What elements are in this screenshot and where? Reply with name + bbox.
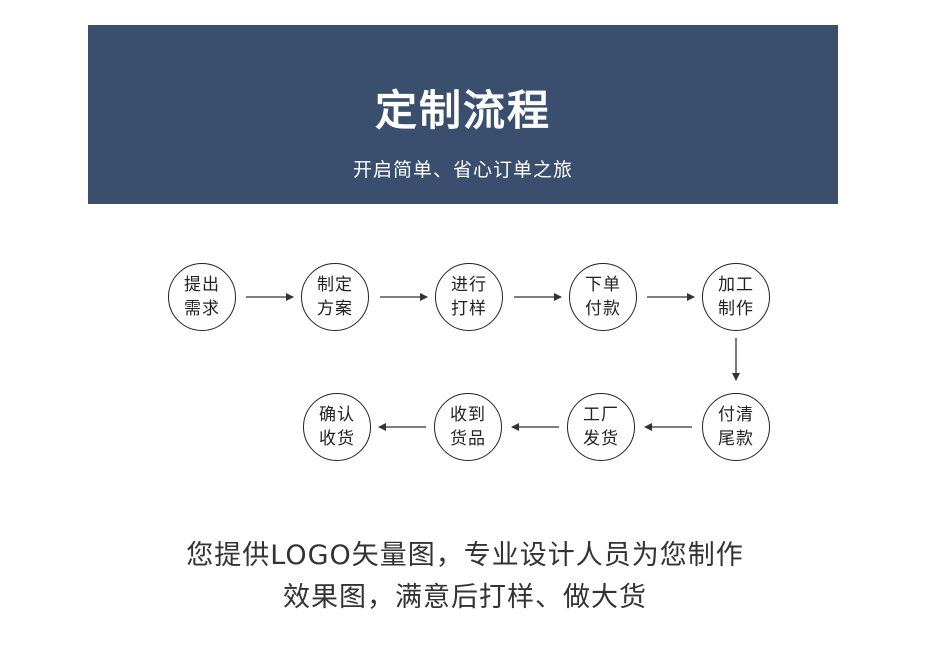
description-line-1: 您提供LOGO矢量图，专业设计人员为您制作: [186, 540, 744, 571]
page-title: 定制流程: [374, 86, 551, 135]
step-circle-3: 进行 打样: [435, 263, 503, 331]
description-line-2: 效果图，满意后打样、做大货: [283, 582, 647, 613]
step-8-line2: 货品: [450, 429, 486, 449]
step-3-line2: 打样: [451, 299, 487, 319]
header-banner: 定制流程 开启简单、省心订单之旅: [88, 25, 838, 204]
step-6-line1: 付清: [718, 405, 754, 425]
step-circle-8: 收到 货品: [434, 393, 502, 461]
step-1-line1: 提出: [184, 275, 220, 295]
step-5-line1: 加工: [718, 275, 754, 295]
step-circle-1: 提出 需求: [168, 263, 236, 331]
step-7-line2: 发货: [583, 429, 619, 449]
step-circle-5: 加工 制作: [702, 263, 770, 331]
step-2-line1: 制定: [317, 275, 353, 295]
step-circle-6: 付清 尾款: [702, 393, 770, 461]
step-4-line1: 下单: [585, 275, 621, 295]
step-circle-9: 确认 收货: [303, 393, 371, 461]
step-5-line2: 制作: [718, 299, 754, 319]
step-circle-2: 制定 方案: [301, 263, 369, 331]
step-9-line2: 收货: [319, 429, 355, 449]
step-4-line2: 付款: [585, 299, 621, 319]
step-7-line1: 工厂: [583, 405, 619, 425]
step-3-line1: 进行: [451, 275, 487, 295]
step-8-line1: 收到: [450, 405, 486, 425]
step-circle-4: 下单 付款: [569, 263, 637, 331]
step-2-line2: 方案: [317, 299, 353, 319]
step-9-line1: 确认: [319, 405, 355, 425]
step-circle-7: 工厂 发货: [567, 393, 635, 461]
step-6-line2: 尾款: [718, 429, 754, 449]
step-1-line2: 需求: [184, 299, 220, 319]
page-subtitle: 开启简单、省心订单之旅: [352, 159, 573, 181]
